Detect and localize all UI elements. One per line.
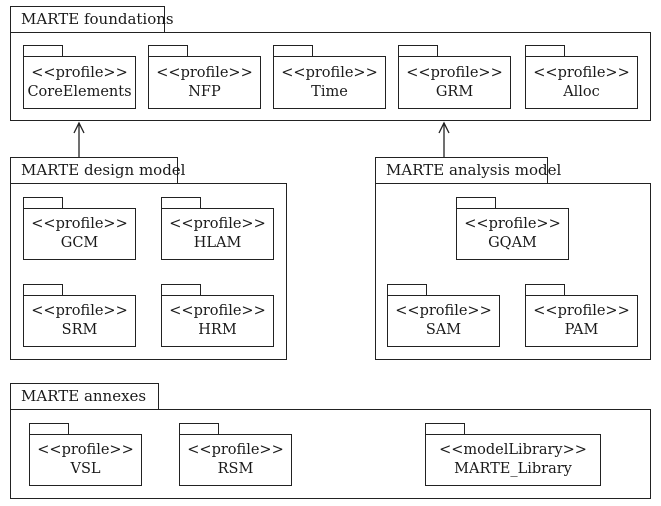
profile-name: MARTE_Library	[454, 461, 572, 477]
profile-name: Alloc	[563, 83, 600, 100]
profile-stereotype: <<profile>>	[31, 64, 128, 81]
profile-stereotype: <<profile>>	[169, 303, 266, 319]
profile-grm: <<profile>> GRM	[398, 56, 511, 109]
profile-stereotype: <<profile>>	[464, 216, 561, 232]
profile-name: GRM	[435, 83, 474, 100]
profile-stereotype: <<profile>>	[156, 64, 253, 81]
profile-stereotype: <<profile>>	[533, 303, 630, 319]
profile-vsl: <<profile>> VSL	[29, 434, 142, 486]
profile-time: <<profile>> Time	[273, 56, 386, 109]
profile-name: HLAM	[193, 235, 242, 251]
annexes-package-title: MARTE annexes	[21, 387, 147, 405]
profile-stereotype: <<profile>>	[187, 442, 284, 458]
design-package-title: MARTE design model	[21, 161, 186, 179]
profile-stereotype: <<modelLibrary>>	[439, 442, 587, 458]
profile-stereotype: <<profile>>	[395, 303, 492, 319]
profile-name: RSM	[217, 461, 254, 477]
profile-name: GQAM	[488, 235, 537, 251]
profile-srm: <<profile>> SRM	[23, 295, 136, 347]
profile-hrm: <<profile>> HRM	[161, 295, 274, 347]
profile-pam: <<profile>> PAM	[525, 295, 638, 347]
design-package-tab: MARTE design model	[10, 157, 185, 184]
profile-name: HRM	[198, 322, 237, 338]
analysis-package-tab: MARTE analysis model	[375, 157, 561, 184]
profile-stereotype: <<profile>>	[31, 216, 128, 232]
profile-core-elements: <<profile>> CoreElements	[23, 56, 136, 109]
profile-name: GCM	[60, 235, 99, 251]
profile-sam: <<profile>> SAM	[387, 295, 500, 347]
profile-stereotype: <<profile>>	[406, 64, 503, 81]
profile-name: CoreElements	[27, 83, 132, 100]
profile-rsm: <<profile>> RSM	[179, 434, 292, 486]
analysis-package-title: MARTE analysis model	[386, 161, 562, 179]
profile-stereotype: <<profile>>	[37, 442, 134, 458]
profile-name: PAM	[564, 322, 599, 338]
profile-name: NFP	[188, 83, 221, 100]
profile-stereotype: <<profile>>	[31, 303, 128, 319]
profile-hlam: <<profile>> HLAM	[161, 208, 274, 260]
profile-name: SAM	[425, 322, 462, 338]
foundations-package-tab: MARTE foundations	[10, 6, 174, 33]
profile-name: SRM	[61, 322, 98, 338]
model-library-marte-library: <<modelLibrary>> MARTE_Library	[425, 434, 601, 486]
profile-stereotype: <<profile>>	[281, 64, 378, 81]
foundations-package-title: MARTE foundations	[21, 10, 174, 28]
profile-gqam: <<profile>> GQAM	[456, 208, 569, 260]
profile-nfp: <<profile>> NFP	[148, 56, 261, 109]
profile-stereotype: <<profile>>	[169, 216, 266, 232]
analysis-to-foundations-arrowhead	[438, 121, 450, 134]
profile-stereotype: <<profile>>	[533, 64, 630, 81]
profile-name: Time	[311, 83, 348, 100]
profile-gcm: <<profile>> GCM	[23, 208, 136, 260]
design-to-foundations-arrowhead	[73, 121, 85, 134]
profile-alloc: <<profile>> Alloc	[525, 56, 638, 109]
profile-name: VSL	[70, 461, 101, 477]
annexes-package-tab: MARTE annexes	[10, 383, 159, 410]
